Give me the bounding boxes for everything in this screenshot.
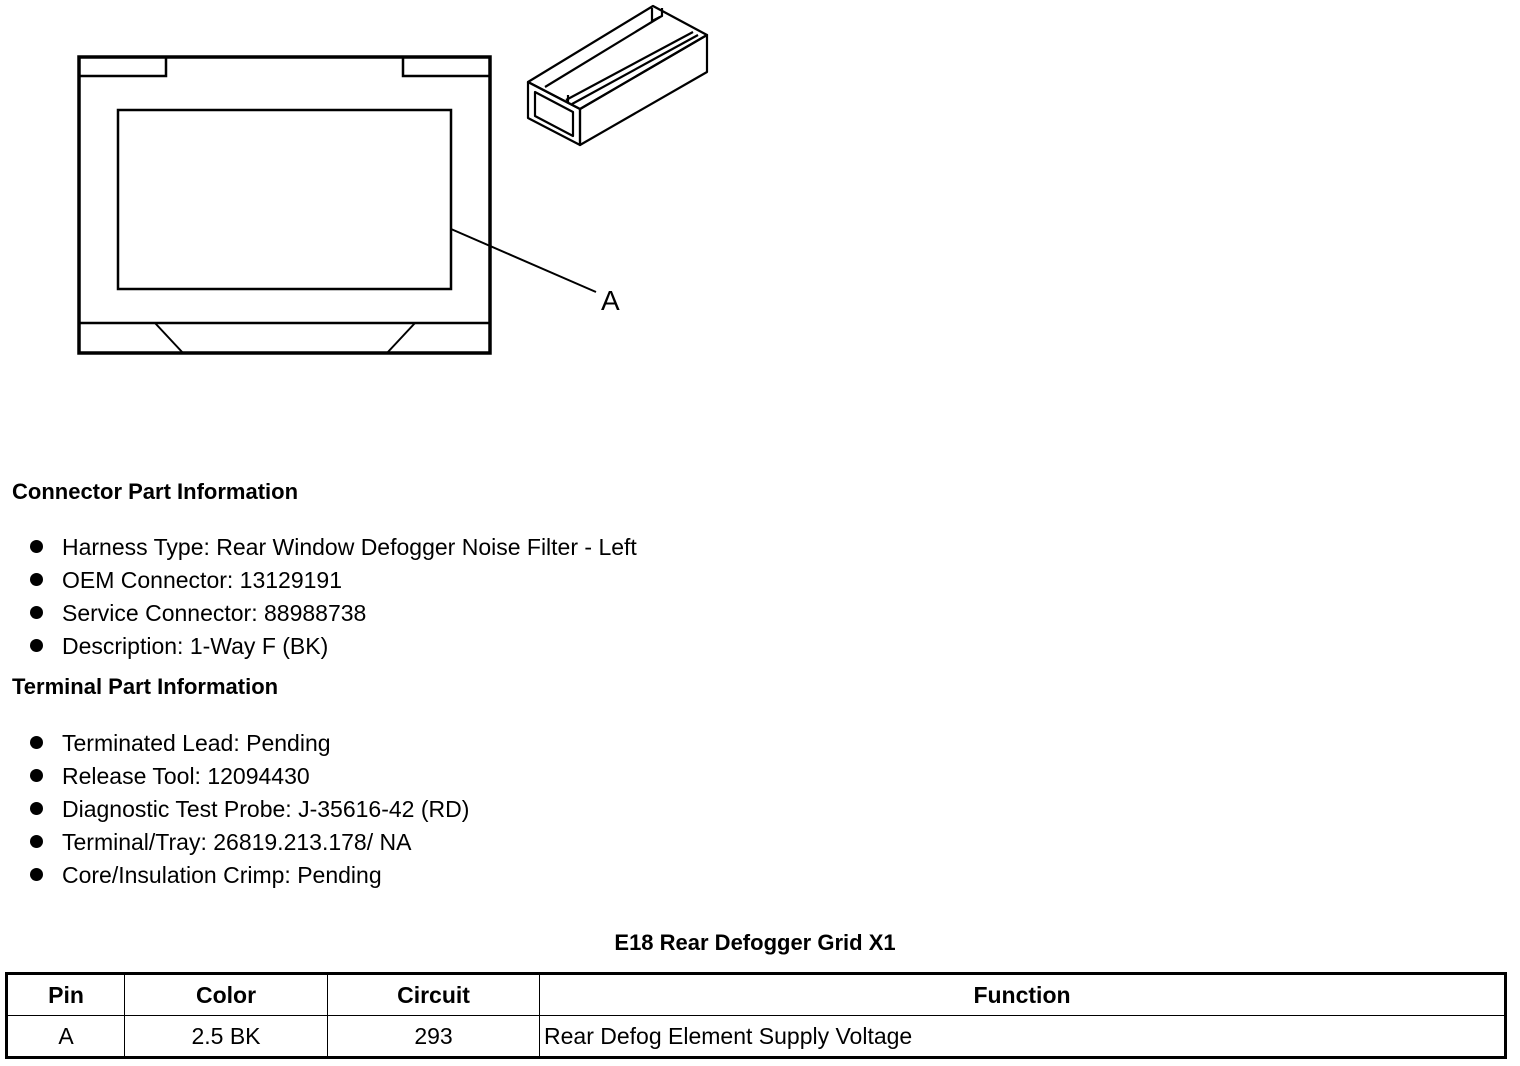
bullet-icon: [30, 639, 43, 652]
connector-info-list: Harness Type: Rear Window Defogger Noise…: [30, 534, 637, 666]
column-header-pin: Pin: [6, 973, 125, 1016]
connector-face-view: [77, 55, 492, 355]
list-item: Description: 1-Way F (BK): [30, 633, 637, 666]
bullet-icon: [30, 868, 43, 881]
list-item: Release Tool: 12094430: [30, 763, 469, 796]
bullet-icon: [30, 802, 43, 815]
color-cell: 2.5 BK: [124, 1015, 328, 1058]
list-item: Harness Type: Rear Window Defogger Noise…: [30, 534, 637, 567]
function-cell: Rear Defog Element Supply Voltage: [539, 1015, 1506, 1058]
connector-info-heading: Connector Part Information: [12, 479, 299, 504]
column-header-function: Function: [539, 973, 1506, 1016]
terminal-info-heading: Terminal Part Information: [12, 674, 279, 699]
table-header-row: Pin Color Circuit Function: [6, 973, 1506, 1016]
pin-table: Pin Color Circuit Function A 2.5 BK 293 …: [5, 972, 1507, 1059]
connector-diagram: A: [77, 4, 709, 355]
pin-table-title: E18 Rear Defogger Grid X1: [614, 930, 896, 955]
bullet-icon: [30, 769, 43, 782]
callout-label-a: A: [601, 285, 620, 316]
list-item: OEM Connector: 13129191: [30, 567, 637, 600]
circuit-cell: 293: [327, 1015, 540, 1058]
list-item: Terminal/Tray: 26819.213.178/ NA: [30, 829, 469, 862]
bullet-icon: [30, 540, 43, 553]
bullet-icon: [30, 835, 43, 848]
terminal-isometric-view: [526, 4, 709, 147]
callout-leader-line: [450, 228, 597, 293]
list-item: Service Connector: 88988738: [30, 600, 637, 633]
bullet-icon: [30, 736, 43, 749]
terminal-info-list: Terminated Lead: Pending Release Tool: 1…: [30, 730, 469, 895]
bullet-icon: [30, 606, 43, 619]
column-header-color: Color: [124, 973, 328, 1016]
column-header-circuit: Circuit: [327, 973, 540, 1016]
list-item: Terminated Lead: Pending: [30, 730, 469, 763]
bullet-icon: [30, 573, 43, 586]
table-row: A 2.5 BK 293 Rear Defog Element Supply V…: [6, 1015, 1506, 1058]
list-item: Core/Insulation Crimp: Pending: [30, 862, 469, 895]
list-item: Diagnostic Test Probe: J-35616-42 (RD): [30, 796, 469, 829]
pin-cell: A: [6, 1015, 125, 1058]
